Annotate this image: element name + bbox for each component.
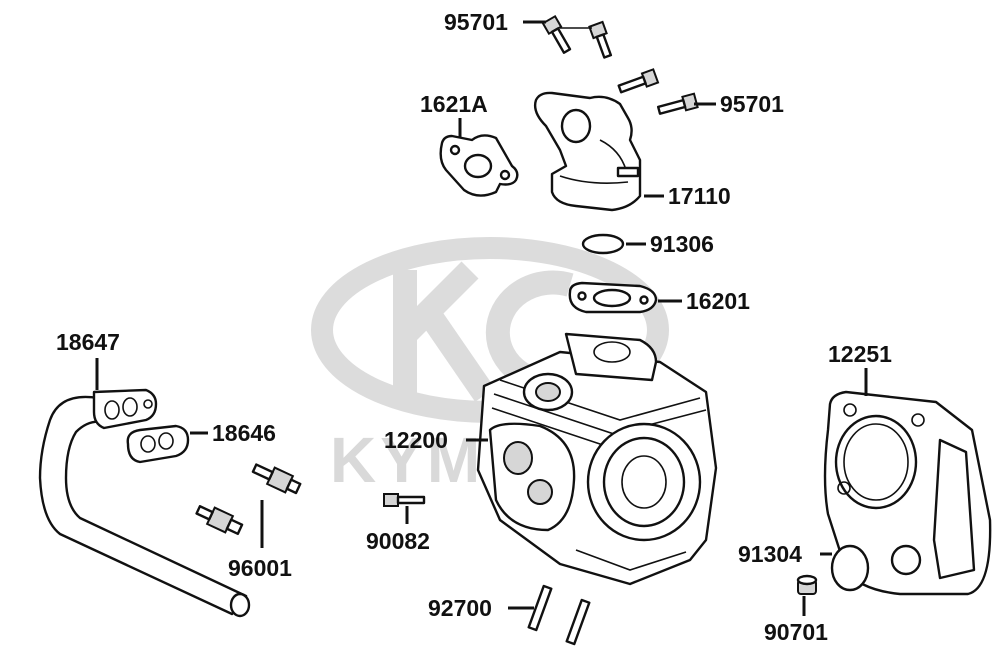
label-91304: 91304 [738, 541, 802, 567]
head-gasket-drawing [823, 390, 992, 596]
label-16201: 16201 [686, 288, 750, 314]
bolt-pair-top-drawing [541, 14, 613, 59]
small-bolt-drawing [383, 493, 426, 507]
label-90082: 90082 [366, 528, 430, 554]
intake-manifold-drawing [533, 91, 642, 212]
label-95701-right: 95701 [720, 91, 784, 117]
intake-gasket-drawing [568, 281, 658, 314]
label-1621A: 1621A [420, 91, 488, 117]
label-17110: 17110 [668, 183, 731, 209]
o-ring-intake-drawing [581, 233, 625, 255]
insulator-gasket-drawing [439, 134, 519, 197]
stud-pair-drawing [527, 584, 591, 646]
exhaust-gasket-drawing [126, 424, 190, 464]
label-18647: 18647 [56, 329, 120, 355]
leader-lines [95, 20, 868, 616]
label-91306: 91306 [650, 231, 714, 257]
label-90701: 90701 [764, 619, 828, 645]
cylinder-head-drawing [476, 332, 718, 586]
o-ring-small-drawing [830, 544, 870, 592]
stud-bolts-drawing [195, 463, 302, 536]
dowel-pin-drawing [796, 574, 818, 595]
label-92700: 92700 [428, 595, 492, 621]
label-18646: 18646 [212, 420, 276, 446]
exhaust-pipe-drawing [38, 388, 251, 618]
label-96001: 96001 [228, 555, 292, 581]
label-95701-top: 95701 [444, 9, 508, 35]
label-12200: 12200 [384, 427, 448, 453]
bolt-pair-right-drawing [617, 68, 699, 115]
label-12251: 12251 [828, 341, 892, 367]
